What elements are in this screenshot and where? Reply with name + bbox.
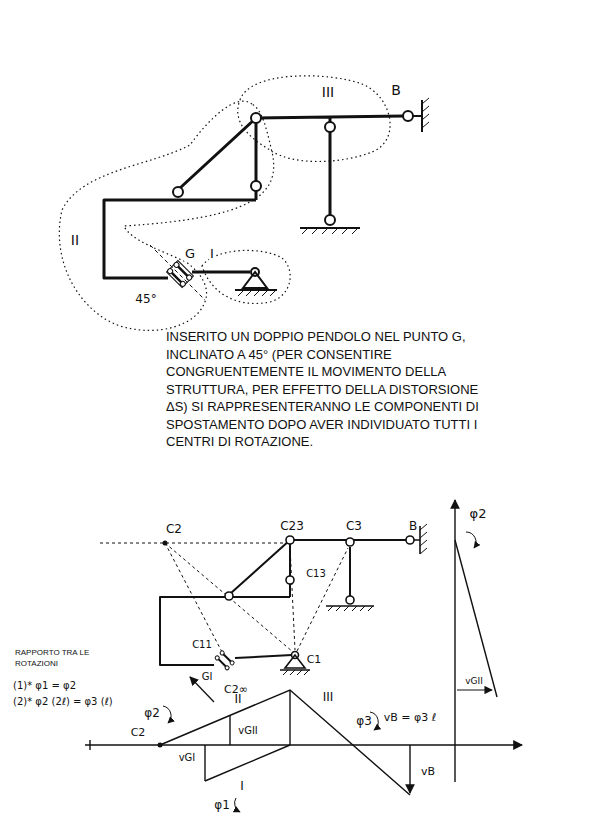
body-outline	[59, 76, 390, 331]
part-label: C2	[165, 523, 183, 537]
support-symbol	[235, 98, 429, 296]
part-label: C13	[305, 568, 327, 580]
double-pendulum	[166, 260, 194, 288]
rotation-center	[163, 541, 168, 546]
part-label: φ2	[143, 707, 161, 721]
part-label: I	[209, 247, 215, 262]
part-label: vB = φ3 ℓ	[383, 712, 438, 725]
part-label: 45°	[134, 293, 157, 307]
axis-45	[150, 245, 205, 300]
part-label: vGII	[237, 725, 259, 737]
part-label: B	[390, 82, 402, 98]
displacement-diagram	[85, 690, 522, 812]
frame-members	[104, 116, 404, 278]
part-label: G	[184, 247, 196, 262]
part-label: φ3	[355, 715, 373, 729]
part-label: (1)* φ1 = φ2	[12, 680, 77, 692]
part-label: C3	[345, 520, 363, 534]
part-label: vGII	[464, 676, 484, 686]
part-label: II	[70, 232, 80, 248]
part-label: φ1	[213, 799, 231, 813]
part-label: III	[321, 84, 335, 100]
part-label: vGI	[178, 752, 197, 764]
part-label: C11	[191, 639, 213, 651]
part-label: φ2	[469, 507, 488, 522]
part-label: I	[239, 780, 245, 794]
note-text: RAPPORTO TRA LE ROTAZIONI	[14, 648, 106, 670]
part-label: B	[408, 520, 418, 534]
note-text: INSERITO UN DOPPIO PENDOLO NEL PUNTO G, …	[165, 328, 482, 451]
support-symbol	[280, 524, 427, 675]
part-label: C1	[306, 654, 323, 667]
frame-members	[104, 116, 404, 278]
part-label: (2)* φ2 (2ℓ) = φ3 (ℓ)	[12, 696, 114, 708]
body-outline	[202, 250, 290, 303]
hinge	[225, 536, 414, 659]
part-label: III	[322, 691, 335, 705]
part-label: C23	[279, 520, 305, 534]
rotation-center	[158, 743, 163, 748]
displacement-diagram	[455, 500, 497, 782]
double-pendulum	[214, 650, 235, 671]
frame-members	[160, 540, 406, 665]
body-outline	[59, 101, 273, 330]
part-label: GI	[201, 671, 214, 683]
part-label: C2	[130, 727, 147, 740]
hinge	[173, 111, 413, 276]
part-label: vB	[420, 766, 436, 779]
part-label: II	[233, 693, 242, 707]
